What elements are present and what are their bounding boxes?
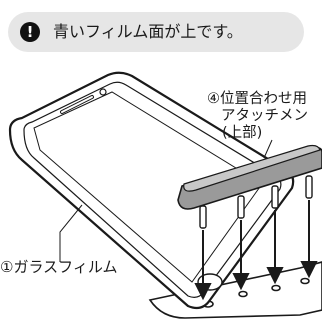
notice-text: 青いフィルム面が上です。 xyxy=(53,22,243,41)
exclamation-icon: ! xyxy=(20,22,40,42)
attachment-label-line1: ④位置合わせ用 xyxy=(207,91,307,107)
glass-film-label: ①ガラスフィルム xyxy=(0,258,118,276)
glass-film xyxy=(8,71,295,310)
attachment-pins xyxy=(199,175,313,229)
attachment-label-line3: (上部) xyxy=(222,125,263,141)
attachment-leader xyxy=(263,139,273,159)
upper-attachment xyxy=(177,144,322,210)
down-arrows xyxy=(194,200,318,301)
attachment-label-line2: アタッチメン xyxy=(221,108,308,124)
glass-film-leader xyxy=(59,204,83,262)
notice-banner xyxy=(8,12,304,52)
